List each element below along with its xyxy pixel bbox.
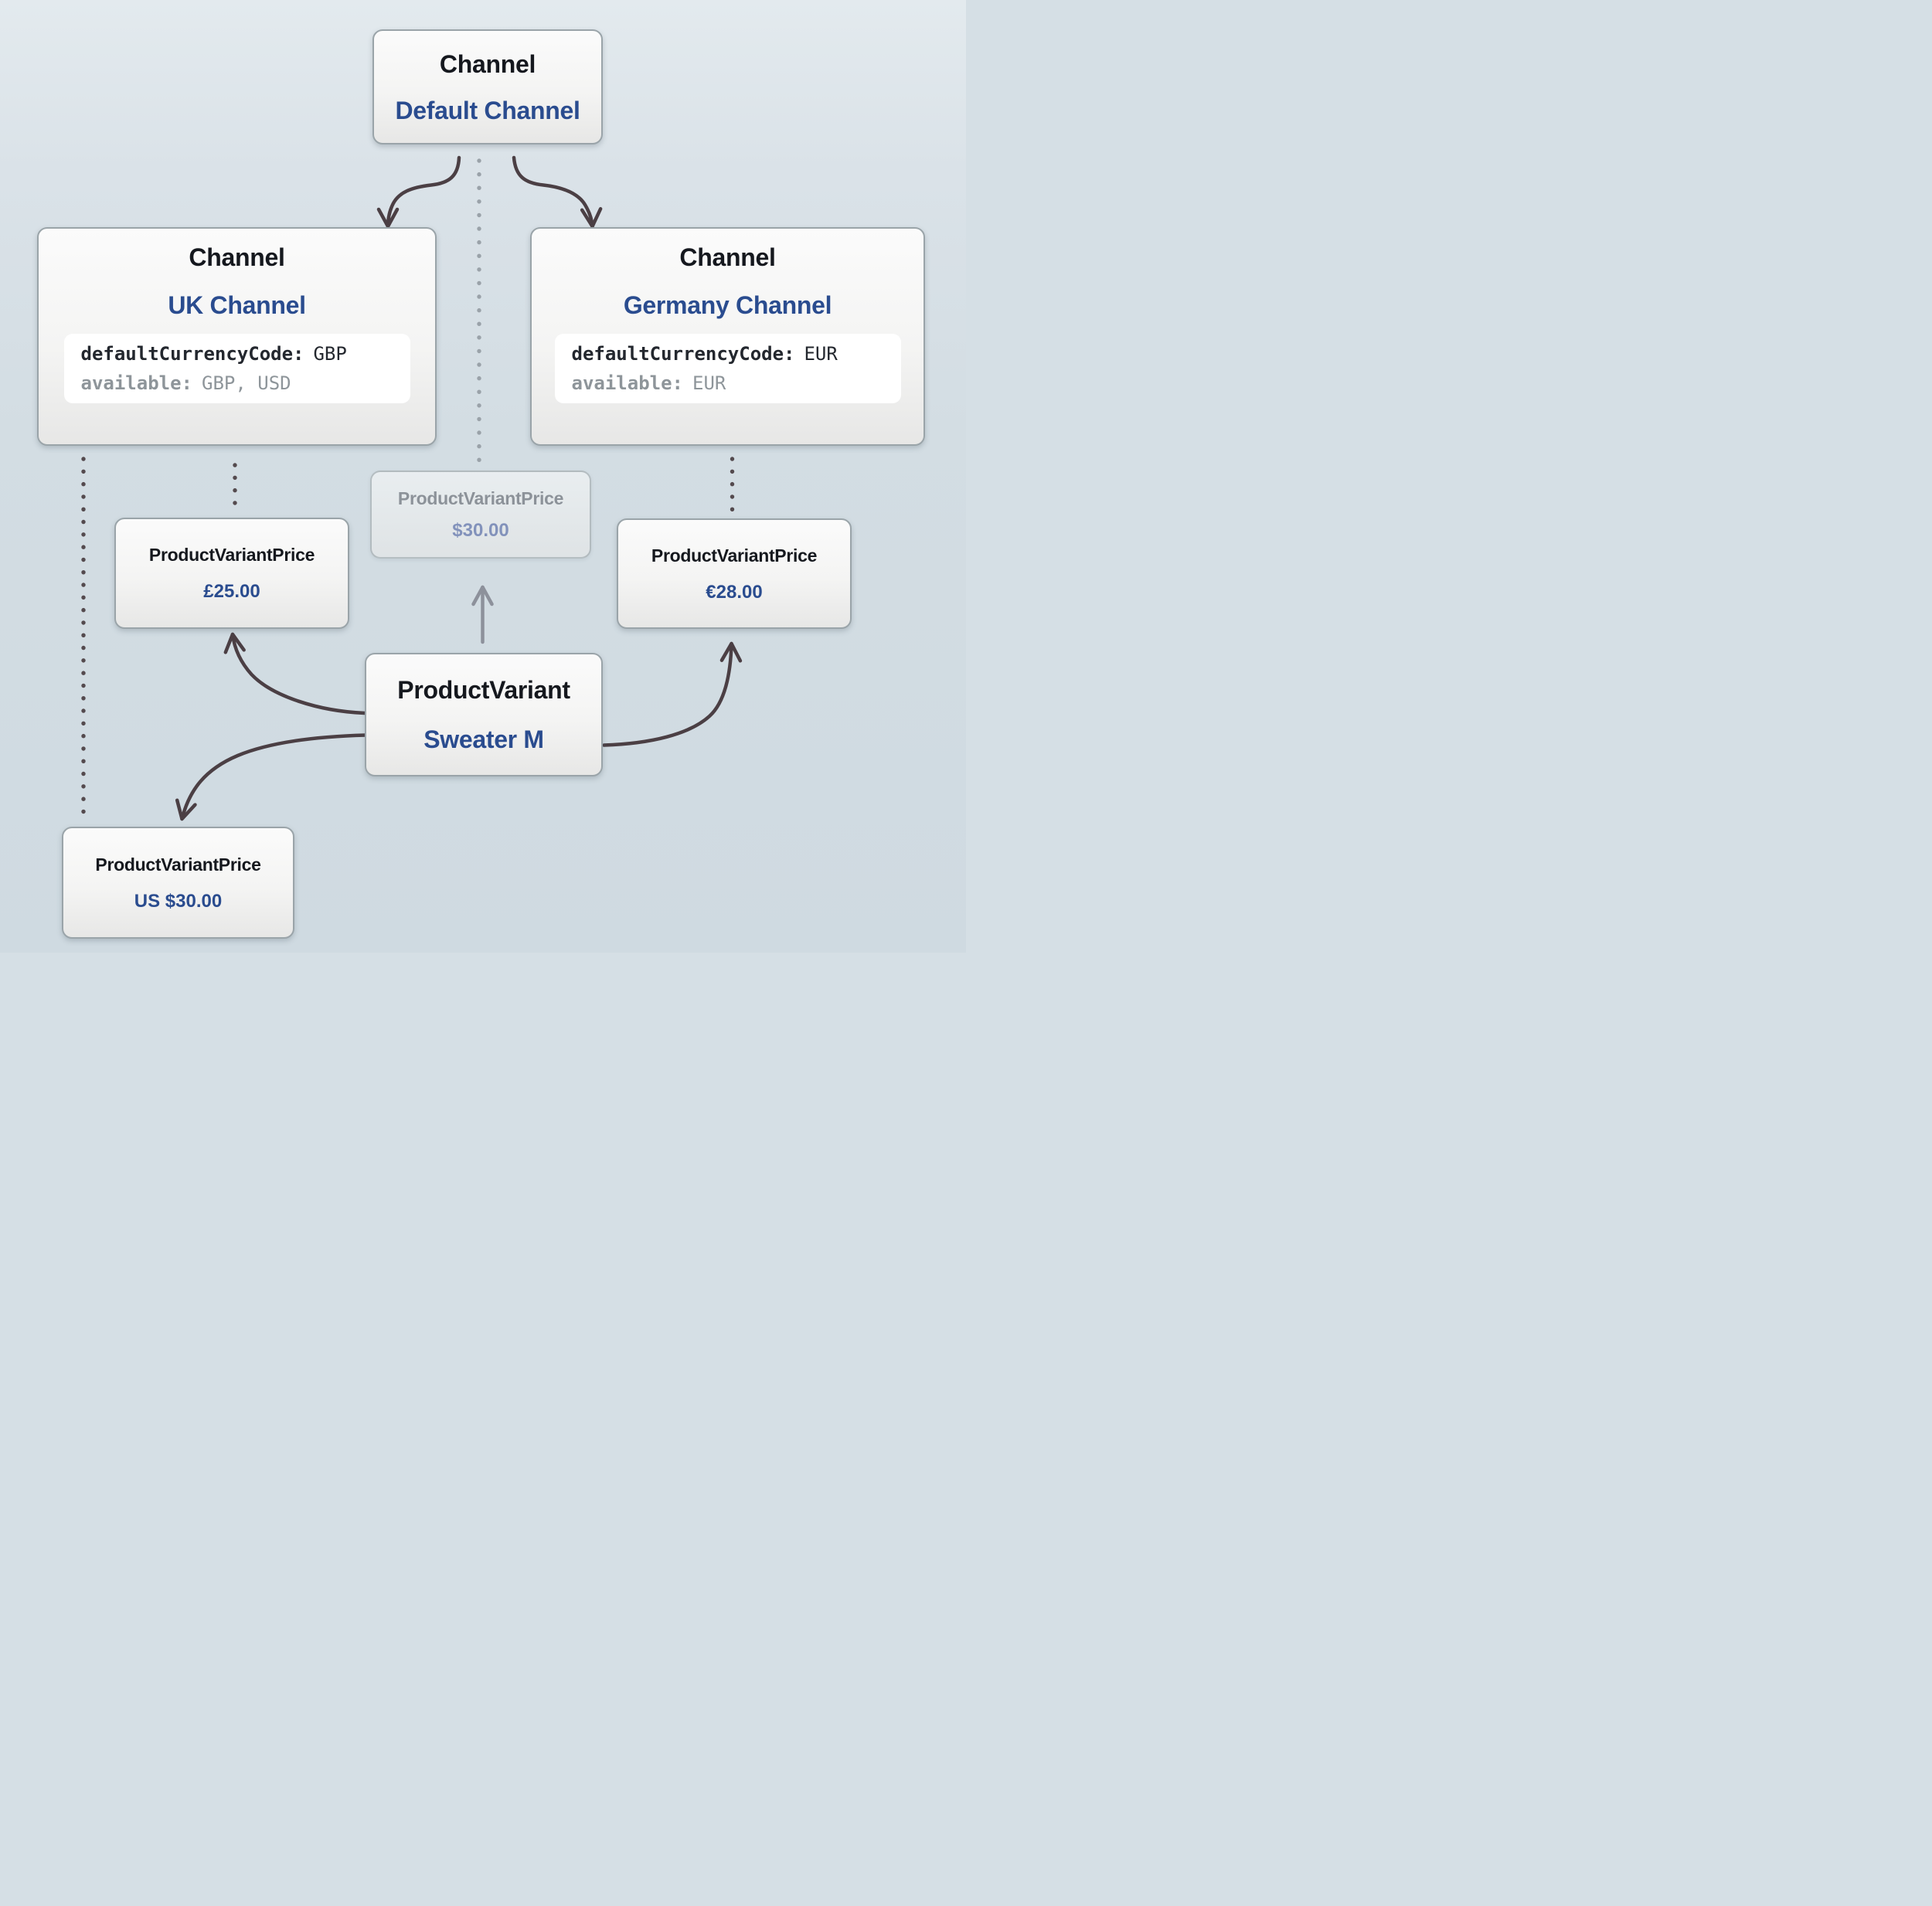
arrow-product-variant-to-uk-price <box>223 632 367 715</box>
node-channel-default: Channel Default Channel <box>372 29 603 144</box>
node-price-us: ProductVariantPrice US $30.00 <box>62 827 294 939</box>
property-value: GBP <box>313 343 347 365</box>
property-default-currency: defaultCurrencyCode: GBP <box>81 339 410 369</box>
connector-layer <box>81 155 743 821</box>
arrow-default-channel-to-germany-channel <box>512 155 603 229</box>
property-default-currency: defaultCurrencyCode: EUR <box>572 339 901 369</box>
property-key: defaultCurrencyCode: <box>80 343 304 365</box>
node-product-variant: ProductVariant Sweater M <box>365 653 603 776</box>
arrow-product-variant-to-us-price <box>175 733 368 821</box>
property-key: available: <box>80 372 193 394</box>
node-type-label: Channel <box>189 243 285 271</box>
node-price-default: ProductVariantPrice $30.00 <box>370 471 591 559</box>
node-type-label: Channel <box>679 243 776 271</box>
node-channel-germany: Channel Germany Channel defaultCurrencyC… <box>530 227 925 446</box>
price-value: €28.00 <box>706 581 763 603</box>
node-type-label: ProductVariantPrice <box>651 545 818 566</box>
node-type-label: ProductVariant <box>397 676 570 704</box>
node-entity-name: UK Channel <box>168 291 306 319</box>
node-entity-name: Germany Channel <box>623 291 832 319</box>
property-available-currencies: available: GBP, USD <box>81 369 410 398</box>
uk-channel-properties: defaultCurrencyCode: GBP available: GBP, U… <box>63 334 410 403</box>
germany-channel-properties: defaultCurrencyCode: EUR available: EUR <box>554 334 901 403</box>
node-entity-name: Default Channel <box>395 96 580 124</box>
node-type-label: Channel <box>439 49 536 78</box>
property-available-currencies: available: EUR <box>572 369 901 398</box>
property-value: GBP, USD <box>202 372 291 394</box>
price-value: £25.00 <box>203 581 260 602</box>
arrow-default-channel-to-uk-channel <box>376 155 461 229</box>
property-key: available: <box>571 372 684 394</box>
node-type-label: ProductVariantPrice <box>397 488 564 508</box>
property-value: EUR <box>692 372 726 394</box>
node-price-germany: ProductVariantPrice €28.00 <box>617 518 852 629</box>
price-value: US $30.00 <box>134 890 223 912</box>
node-channel-uk: Channel UK Channel defaultCurrencyCode: G… <box>37 227 437 446</box>
channel-pricing-diagram: Channel Default Channel Channel UK Chann… <box>0 0 966 953</box>
node-type-label: ProductVariantPrice <box>148 545 315 565</box>
property-key: defaultCurrencyCode: <box>571 343 795 365</box>
node-type-label: ProductVariantPrice <box>95 854 261 875</box>
node-entity-name: Sweater M <box>423 725 544 753</box>
node-price-uk: ProductVariantPrice £25.00 <box>114 518 349 629</box>
property-value: EUR <box>804 343 838 365</box>
arrow-product-variant-to-germany-price <box>602 641 743 747</box>
price-value: $30.00 <box>452 520 509 541</box>
